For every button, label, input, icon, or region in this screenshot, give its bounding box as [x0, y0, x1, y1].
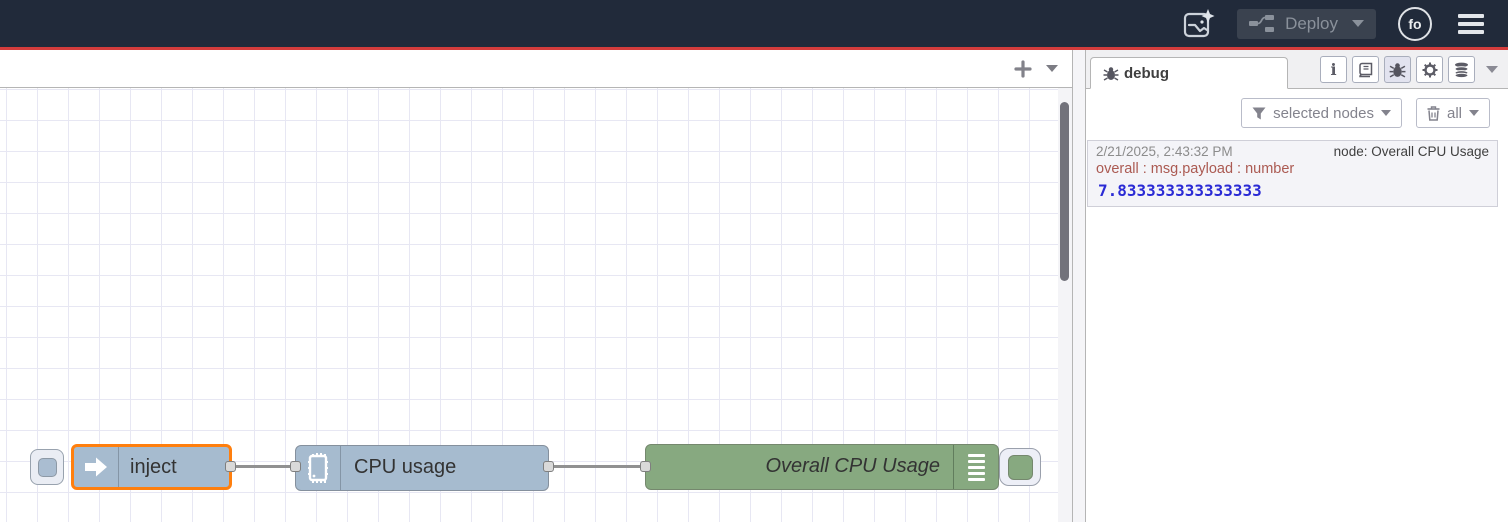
debug-enable-toggle[interactable]: [999, 448, 1041, 486]
bug-icon[interactable]: [1384, 56, 1411, 83]
message-timestamp: 2/21/2025, 2:43:32 PM: [1096, 144, 1233, 159]
port-inject-output[interactable]: [225, 461, 236, 472]
chevron-down-icon: [1380, 110, 1391, 116]
panel-divider[interactable]: [1073, 50, 1085, 522]
node-cpu-usage[interactable]: CPU usage: [295, 445, 549, 491]
book-icon[interactable]: [1352, 56, 1379, 83]
filter-button-label: selected nodes: [1273, 104, 1374, 122]
chevron-down-icon: [1469, 110, 1479, 116]
node-label: CPU usage: [354, 456, 457, 478]
add-flow-button[interactable]: [1014, 59, 1032, 78]
deploy-dropdown-caret-icon[interactable]: [1352, 20, 1364, 27]
debug-message-list: 2/21/2025, 2:43:32 PM node: Overall CPU …: [1086, 137, 1508, 522]
gear-icon[interactable]: [1416, 56, 1443, 83]
inject-trigger-inner: [37, 457, 57, 477]
debug-filter-row: selected nodes all: [1086, 89, 1508, 137]
sidebar: debug i: [1085, 50, 1508, 522]
cpu-chip-icon: [296, 446, 341, 490]
sidebar-header: debug i: [1086, 50, 1508, 89]
port-cpu-input[interactable]: [290, 461, 301, 472]
deploy-button[interactable]: Deploy: [1237, 8, 1376, 39]
flow-tabbar: [0, 50, 1072, 88]
tab-debug-label: debug: [1124, 64, 1169, 82]
clear-button-label: all: [1446, 104, 1462, 122]
avatar-initials: fo: [1408, 15, 1422, 32]
node-inject[interactable]: inject: [71, 444, 232, 490]
wire-inject-to-cpu[interactable]: [230, 465, 296, 468]
node-overall-cpu-usage[interactable]: Overall CPU Usage: [645, 444, 999, 490]
inject-arrow-icon: [74, 447, 119, 487]
message-source-node-link[interactable]: node: Overall CPU Usage: [1333, 144, 1489, 159]
main-menu-button[interactable]: [1454, 10, 1488, 38]
wire-cpu-to-debug[interactable]: [547, 465, 647, 468]
flow-assistant-icon[interactable]: [1181, 8, 1215, 40]
debug-message: 2/21/2025, 2:43:32 PM node: Overall CPU …: [1087, 140, 1498, 207]
inject-trigger-button[interactable]: [30, 449, 64, 485]
message-value[interactable]: 7.833333333333333: [1098, 181, 1262, 200]
sidebar-toolbar: i: [1320, 56, 1498, 83]
deploy-label: Deploy: [1285, 13, 1338, 33]
filter-selected-nodes-button[interactable]: selected nodes: [1241, 98, 1402, 128]
port-debug-input[interactable]: [640, 461, 651, 472]
tab-debug[interactable]: debug: [1090, 57, 1288, 89]
filter-funnel-icon: [1252, 107, 1266, 119]
deploy-nodes-icon: [1249, 14, 1275, 32]
flow-canvas[interactable]: inject CPU usage Overall CPU Usage: [0, 88, 1072, 522]
node-label: inject: [130, 456, 177, 478]
debug-toggle-inner: [1007, 454, 1033, 480]
node-label: Overall CPU Usage: [765, 455, 940, 477]
sidebar-menu-caret-icon[interactable]: [1486, 66, 1498, 73]
message-property-path[interactable]: overall : msg.payload : number: [1096, 161, 1295, 177]
trash-icon: [1427, 105, 1440, 121]
bug-icon: [1103, 66, 1119, 81]
header-accent-line: [0, 47, 1508, 50]
canvas-scrollbar-thumb[interactable]: [1060, 102, 1069, 281]
port-cpu-output[interactable]: [543, 461, 554, 472]
tab-list-menu-button[interactable]: [1046, 65, 1058, 72]
info-icon[interactable]: i: [1320, 56, 1347, 83]
app-header: Deploy fo: [0, 0, 1508, 47]
debug-lines-icon: [953, 445, 998, 489]
workspace: inject CPU usage Overall CPU Usage: [0, 50, 1073, 522]
context-data-icon[interactable]: [1448, 56, 1475, 83]
user-avatar[interactable]: fo: [1398, 6, 1432, 41]
clear-messages-button[interactable]: all: [1415, 98, 1490, 128]
